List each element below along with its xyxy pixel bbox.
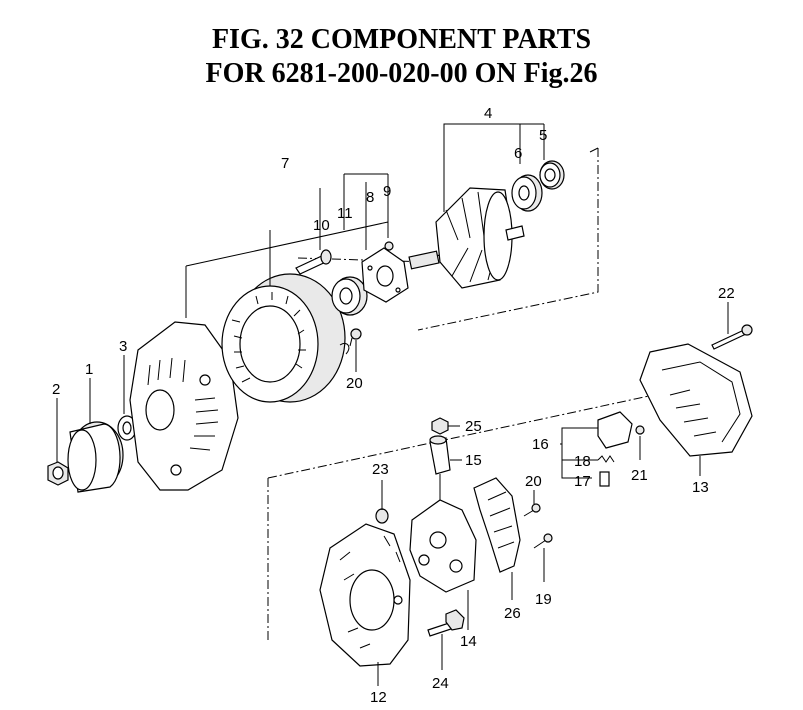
label-part-13: 13: [692, 479, 709, 496]
leader-lines: [56, 123, 729, 686]
part-1-pulley: [67, 421, 124, 493]
label-part-10: 10: [313, 217, 330, 234]
part-8-retainer-plate: [361, 247, 409, 303]
part-20-screw-upper: [349, 328, 362, 347]
part-3-spacer: [117, 415, 137, 441]
part-12-rear-housing: [319, 523, 411, 667]
part-18-spring: [597, 455, 615, 463]
label-part-26: 26: [504, 605, 521, 622]
part-26-regulator: [473, 477, 521, 573]
label-part-16: 16: [532, 436, 549, 453]
label-part-4: 4: [484, 105, 492, 122]
part-22-long-bolt: [711, 324, 753, 350]
figure-title-line-2: FOR 6281-200-020-00 ON Fig.26: [205, 58, 598, 89]
part-19-screw: [533, 533, 553, 549]
label-part-19: 19: [535, 591, 552, 608]
front-housing: [129, 321, 239, 491]
part-24-bolt: [427, 609, 465, 637]
part-9-screw: [384, 241, 394, 251]
part-10-stud: [295, 249, 332, 275]
part-23-nut: [375, 508, 389, 524]
lower-assembly-frame-top: [267, 384, 701, 479]
label-part-17: 17: [574, 473, 591, 490]
label-part-11: 11: [337, 205, 353, 222]
label-part-7: 7: [281, 155, 289, 172]
label-part-25: 25: [465, 418, 482, 435]
label-part-23: 23: [372, 461, 389, 478]
label-part-14: 14: [460, 633, 477, 650]
part-15-insulator: [429, 435, 451, 500]
part-6-bearing: [511, 174, 543, 212]
upper-frame-corner: [589, 147, 599, 153]
label-part-21: 21: [631, 467, 648, 484]
label-part-20-lower: 20: [525, 473, 542, 490]
label-part-18: 18: [574, 453, 591, 470]
label-part-22: 22: [718, 285, 735, 302]
part-5-cover: [539, 160, 565, 190]
part-16-brush-holder: [597, 411, 645, 449]
part-7-stator: [221, 273, 350, 403]
label-part-12: 12: [370, 689, 387, 706]
label-part-3: 3: [119, 338, 127, 355]
label-part-2: 2: [52, 381, 60, 398]
figure-title-line-1: FIG. 32 COMPONENT PARTS: [211, 24, 592, 55]
label-part-5: 5: [539, 127, 547, 144]
part-2-nut: [47, 461, 69, 486]
label-part-9: 9: [383, 183, 391, 200]
label-part-20-upper: 20: [346, 375, 363, 392]
part-4-rotor: [408, 187, 525, 289]
label-part-1: 1: [85, 361, 93, 378]
part-13-rear-cover: [639, 343, 753, 457]
part-11-bearing: [331, 276, 368, 316]
label-part-24: 24: [432, 675, 449, 692]
label-part-8: 8: [366, 189, 374, 206]
part-20-screw-lower: [523, 503, 541, 517]
part-25-nut: [431, 417, 449, 435]
label-part-6: 6: [514, 145, 522, 162]
part-17-brush: [599, 471, 610, 487]
label-part-15: 15: [465, 452, 482, 469]
part-14-rectifier: [409, 499, 477, 593]
part-number-labels: 1 2 3 4 5 6 7 8 9 10 11 12 13 14 15 16 1…: [52, 105, 735, 706]
upper-assembly-frame: [417, 148, 599, 331]
